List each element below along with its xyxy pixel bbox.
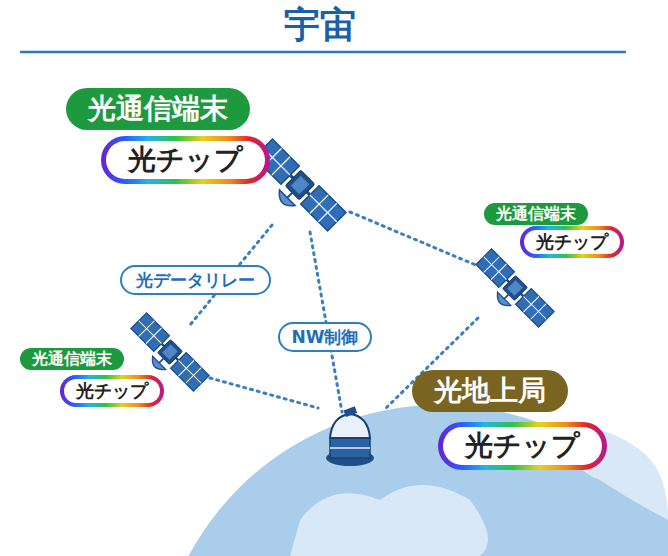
terminal-label: 光通信端末 [484,203,588,226]
terminal-label: 光通信端末 [66,88,250,130]
ground-station [326,406,374,466]
satellite [469,249,554,334]
chip-label: 光チップ [520,226,624,257]
label-text: 光地上局 [434,374,546,407]
ground-station-label: 光地上局 [412,370,568,412]
label-text: 光データリレー [136,270,255,290]
label-text: 光通信端末 [32,349,112,368]
label-text: 光通信端末 [88,92,228,125]
link-label: NW制御 [278,322,373,352]
label-text: 光チップ [76,380,148,401]
title-rule [20,51,626,54]
label-text: 光通信端末 [496,204,576,223]
earth [155,405,668,556]
link-label: 光データリレー [120,265,271,295]
terminal-label: 光通信端末 [20,348,124,371]
chip-label: 光チップ [438,422,607,470]
label-text: NW制御 [292,327,359,347]
chip-label: 光チップ [101,136,270,184]
label-text: 光チップ [536,231,608,252]
label-text: 光チップ [128,143,243,176]
title: 宇宙 [0,2,640,49]
label-text: 光チップ [465,429,580,462]
land [290,485,488,556]
chip-label: 光チップ [60,375,164,406]
